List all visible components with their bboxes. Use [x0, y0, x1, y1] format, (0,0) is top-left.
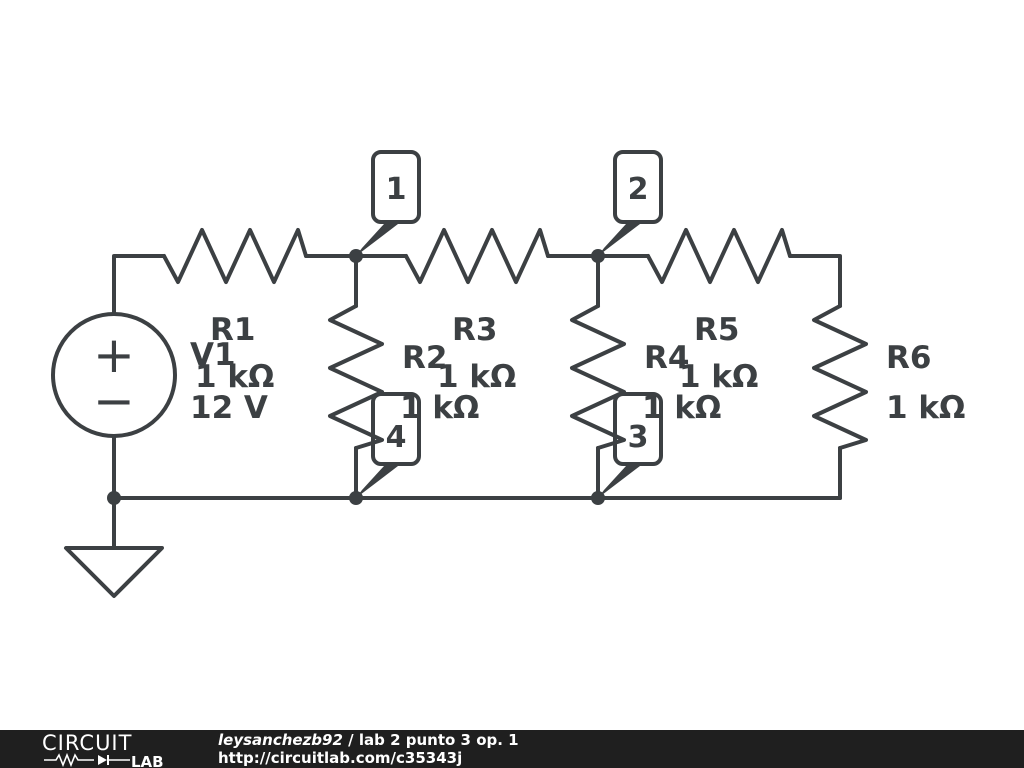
ground-icon	[64, 546, 164, 598]
r1-value: 1 kΩ	[195, 359, 274, 395]
r2-name: R2	[402, 340, 447, 376]
logo-resistor-icon	[44, 752, 94, 768]
logo-diode-icon	[98, 755, 107, 765]
logo-text-lab: LAB	[131, 753, 164, 768]
junction-dot	[349, 249, 363, 263]
r4-name: R4	[644, 340, 689, 376]
v1-name: V1	[190, 337, 236, 373]
node-tag-1-label: 1	[386, 172, 407, 207]
circuit-url[interactable]: http://circuitlab.com/c35343j	[218, 749, 463, 767]
voltage-source-v1	[51, 312, 177, 438]
logo-text-circuit: CIRCUIT	[42, 731, 132, 755]
r5-value: 1 kΩ	[679, 359, 758, 395]
resistor-r3	[404, 228, 550, 284]
circuit-title-line: leysanchezb92 / lab 2 punto 3 op. 1	[218, 731, 519, 749]
r6-name: R6	[886, 340, 931, 376]
r3-name: R3	[452, 312, 497, 348]
author-link[interactable]: leysanchezb92	[218, 731, 343, 749]
r3-value: 1 kΩ	[437, 359, 516, 395]
node-tag-1: 1	[356, 150, 421, 256]
junction-dot	[591, 249, 605, 263]
title-separator: /	[342, 731, 359, 749]
circuitlab-logo[interactable]: CIRCUIT LAB	[42, 730, 182, 768]
r5-name: R5	[694, 312, 739, 348]
circuit-schematic: + − 1 2 4 3 R1 1 kΩ V1 12 V R2 1 kΩ R3 1…	[51, 150, 965, 598]
resistor-r5	[646, 228, 792, 284]
node-tag-3-label: 3	[628, 420, 649, 455]
v1-plus-sign: +	[93, 326, 135, 384]
node-tag-3: 3	[598, 392, 663, 498]
junction-dot	[349, 491, 363, 505]
footer-bar: CIRCUIT LAB leysanchezb92 / lab 2 punto …	[0, 730, 1024, 768]
junction-dot	[107, 491, 121, 505]
resistor-r6	[812, 304, 868, 450]
r4-value: 1 kΩ	[642, 390, 721, 426]
circuit-meta: leysanchezb92 / lab 2 punto 3 op. 1 http…	[218, 731, 519, 767]
node-tag-2: 2	[598, 150, 663, 256]
wire-r5-r6	[788, 254, 842, 308]
node-tag-4: 4	[356, 392, 421, 498]
r6-value: 1 kΩ	[886, 390, 965, 426]
node-tag-2-label: 2	[628, 172, 649, 207]
r2-value: 1 kΩ	[400, 390, 479, 426]
circuit-title-link[interactable]: lab 2 punto 3 op. 1	[358, 731, 519, 749]
node-tag-4-label: 4	[386, 420, 407, 455]
v1-minus-sign: −	[93, 372, 135, 430]
resistor-r1	[162, 228, 308, 284]
r1-name: R1	[210, 312, 255, 348]
wire-top-left	[112, 254, 166, 316]
junction-dot	[591, 491, 605, 505]
v1-value: 12 V	[190, 390, 268, 426]
